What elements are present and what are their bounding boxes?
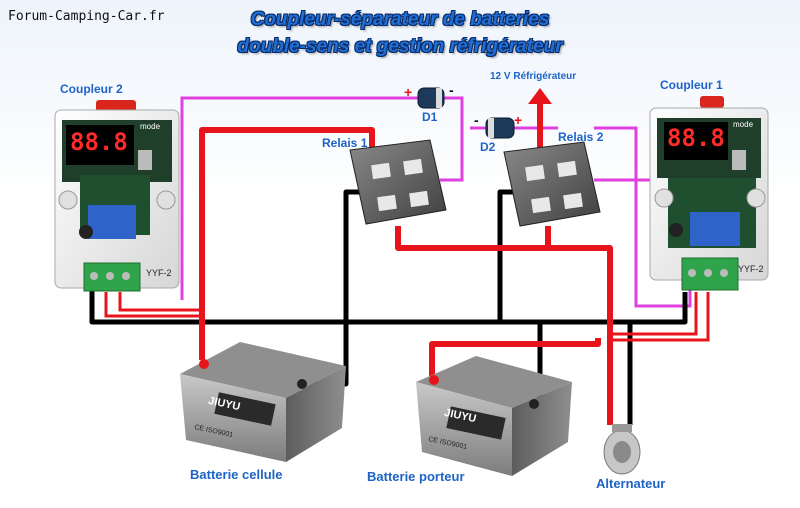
coupleur-module-right [649, 96, 769, 291]
battery-cell-label: Batterie cellule [190, 467, 283, 482]
pos-relais1-relais2 [395, 226, 551, 251]
site-watermark: Forum-Camping-Car.fr [8, 9, 165, 24]
coupleur-1-model: YYF-2 [738, 264, 764, 274]
coupleur-2-label: Coupleur 2 [60, 82, 123, 96]
signal-wire-relais2-coupleur1 [594, 126, 692, 308]
positive-wires [199, 100, 613, 425]
coupleur-1-display: 88.8 [667, 124, 725, 152]
pos-cell-relais1 [199, 127, 375, 360]
signal-wire-coupleur2-d1 [180, 96, 418, 300]
fridge-arrow [528, 88, 552, 104]
relais-2-label: Relais 2 [558, 130, 604, 144]
ground-battery-cell [302, 189, 366, 387]
d2-plus-mark: + [514, 112, 523, 128]
battery-carrier-body [416, 356, 572, 476]
relay-1-body [349, 139, 447, 225]
battery-cell-body [180, 342, 346, 462]
alternator-label: Alternateur [596, 476, 666, 491]
d1-minus-mark: - [449, 82, 454, 98]
pos-relais2-alternator [548, 245, 613, 425]
d1-plus-mark: + [404, 84, 413, 100]
coupleur-2-display: 88.8 [70, 128, 128, 156]
relay-2-body [503, 141, 601, 227]
diode-2-body [485, 117, 515, 139]
ground-bus [89, 290, 688, 325]
small-red-wires [104, 292, 710, 342]
coupleur-1-mode-label: mode [733, 120, 754, 129]
diagram-title-line2: double-sens et gestion réfrigérateur [237, 36, 563, 57]
relais-1-label: Relais 1 [322, 136, 368, 150]
fridge-label: 12 V Réfrigérateur [490, 71, 577, 82]
d2-minus-mark: - [474, 112, 479, 128]
diode-2-label: D2 [480, 140, 496, 154]
battery-carrier-label: Batterie porteur [367, 469, 465, 484]
coupleur-2-mode-label: mode [140, 122, 161, 131]
alternator-body [603, 424, 641, 475]
signal-wires [180, 96, 692, 308]
diagram-title-line1: Coupleur-séparateur de batteries [250, 9, 550, 30]
coupleur-1-label: Coupleur 1 [660, 78, 723, 92]
diode-1-label: D1 [422, 110, 438, 124]
pos-carrier-alt [429, 338, 601, 382]
coupleur-2-model: YYF-2 [146, 268, 172, 278]
signal-wire-d1-relais1 [440, 96, 464, 182]
coupleur-module-left [54, 100, 180, 292]
diode-1-body [417, 87, 445, 109]
